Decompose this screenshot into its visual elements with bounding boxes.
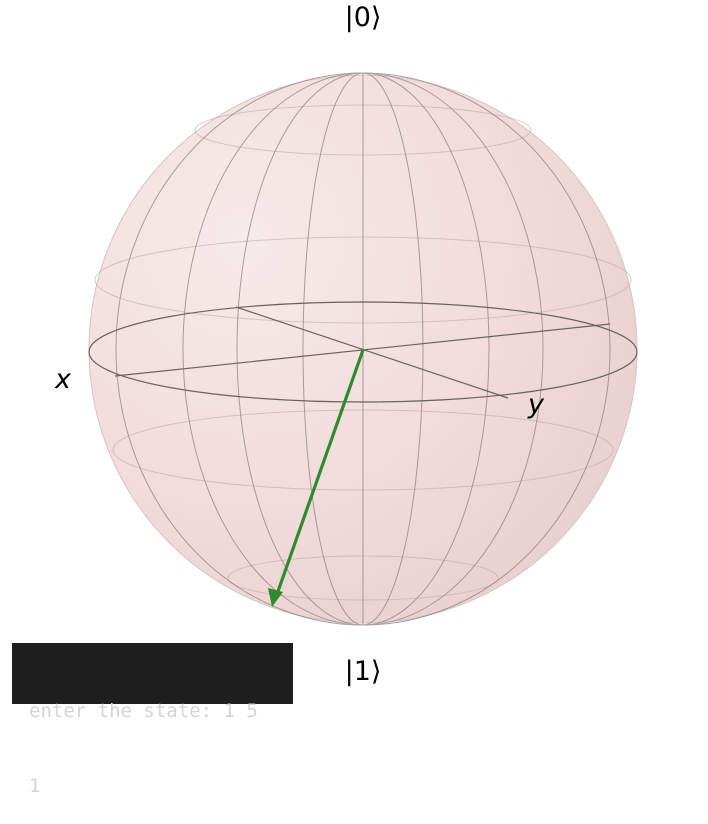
bloch-sphere: |0⟩ |1⟩ x y (54, 2, 638, 687)
terminal-line: enter the state: 1 5 (29, 700, 258, 722)
terminal-line: 1 (29, 775, 41, 797)
ket1-label: |1⟩ (345, 656, 382, 687)
ket0-label: |0⟩ (345, 2, 382, 33)
terminal-output: enter the state: 1 5 1 (12, 643, 293, 797)
x-axis-label: x (54, 364, 72, 395)
state-vector-arrow (268, 349, 365, 607)
longitude-lines (115, 72, 611, 626)
equator (88, 301, 638, 403)
y-axis-label: y (527, 389, 545, 420)
